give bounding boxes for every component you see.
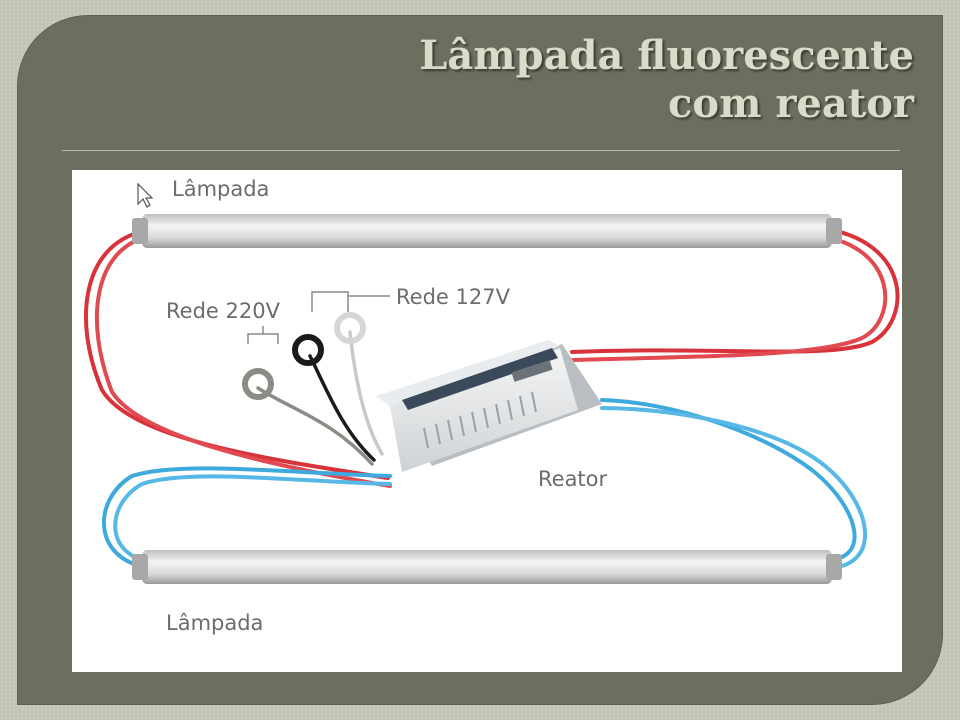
blue-wires-right — [600, 398, 867, 571]
label-rede-127: Rede 127V — [396, 285, 511, 309]
lamp-top — [132, 214, 842, 248]
title-line-1: Lâmpada fluorescente — [419, 32, 914, 79]
red-wires-right — [570, 226, 900, 362]
cursor-icon — [137, 182, 154, 208]
blue-wires-left — [101, 466, 392, 570]
label-lamp-top: Lâmpada — [172, 177, 269, 201]
label-brackets — [247, 291, 390, 344]
lamp-bottom — [132, 550, 842, 584]
label-lamp-bottom: Lâmpada — [166, 611, 263, 635]
wiring-diagram: Lâmpada Rede 220V Rede 127V Reator Lâmpa… — [72, 170, 902, 672]
label-reator: Reator — [538, 467, 608, 491]
wiring-svg: Lâmpada Rede 220V Rede 127V Reator Lâmpa… — [84, 177, 900, 635]
reactor-ballast — [376, 340, 602, 472]
slide-title: Lâmpada fluorescente com reator — [18, 32, 914, 128]
title-divider — [62, 150, 900, 151]
ring-terminals — [242, 312, 366, 400]
label-rede-220: Rede 220V — [166, 299, 281, 323]
title-line-2: com reator — [668, 80, 914, 127]
red-wires-left — [84, 228, 392, 488]
